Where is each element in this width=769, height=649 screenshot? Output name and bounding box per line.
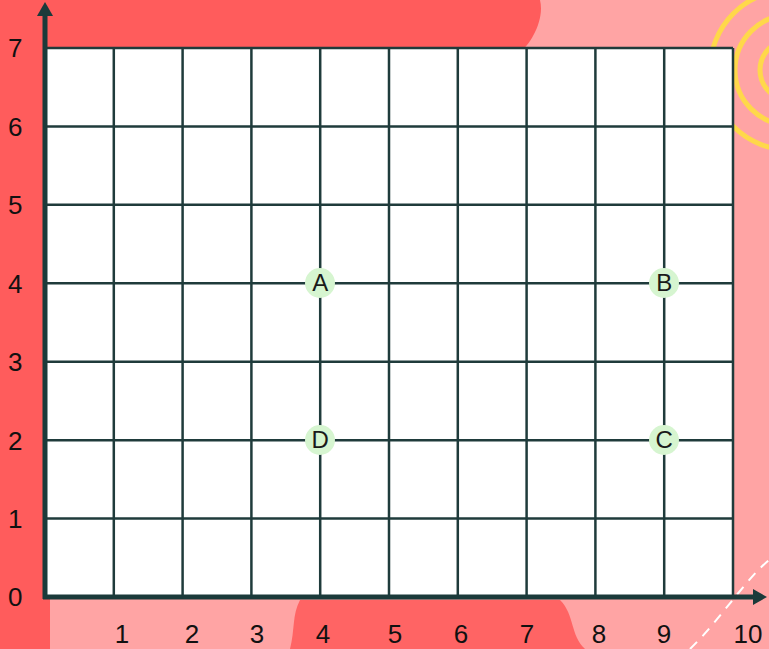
axis-tick-label: 1 [115, 621, 129, 647]
axis-tick-label: 6 [8, 114, 22, 140]
axis-tick-label: 9 [657, 621, 671, 647]
axis-tick-label: 6 [454, 621, 468, 647]
point-label: A [312, 271, 328, 295]
point-marker: A [305, 268, 335, 298]
axis-tick-label: 5 [388, 621, 402, 647]
grid-lines [45, 48, 733, 597]
axis-tick-label: 5 [8, 192, 22, 218]
point-label: C [656, 428, 673, 452]
axis-tick-label: 0 [8, 584, 22, 610]
point-marker: B [649, 268, 679, 298]
axis-tick-label: 3 [8, 349, 22, 375]
axes [37, 2, 767, 605]
axis-tick-label: 10 [734, 621, 763, 647]
axis-tick-label: 7 [520, 621, 534, 647]
point-label: B [656, 271, 672, 295]
axis-tick-label: 4 [8, 271, 22, 297]
axis-tick-label: 8 [592, 621, 606, 647]
axis-tick-label: 3 [250, 621, 264, 647]
point-marker: D [305, 425, 335, 455]
axis-tick-label: 2 [8, 428, 22, 454]
axis-tick-label: 1 [8, 506, 22, 532]
point-marker: C [649, 425, 679, 455]
red-blob [290, 600, 585, 649]
grid-area [45, 48, 733, 597]
point-label: D [312, 428, 329, 452]
axis-tick-label: 7 [8, 35, 22, 61]
axis-tick-label: 2 [185, 621, 199, 647]
axis-tick-label: 4 [316, 621, 330, 647]
